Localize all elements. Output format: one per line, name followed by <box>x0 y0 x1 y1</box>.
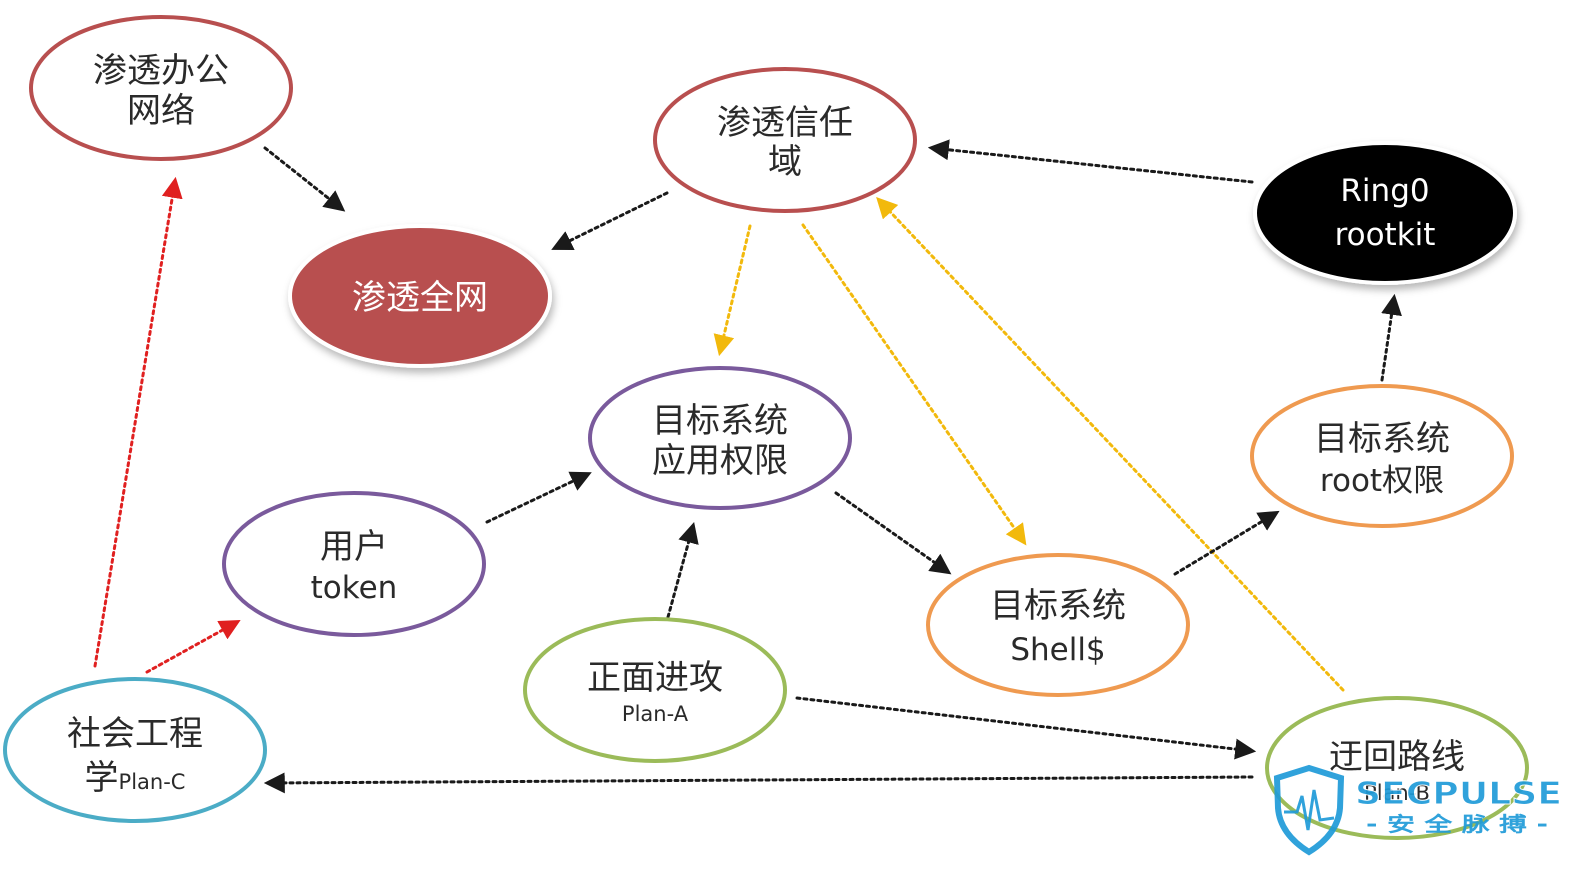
node-user-token-line2: token <box>311 570 398 606</box>
watermark-brand: SECPULSE <box>1355 776 1562 812</box>
node-frontal-attack-line1: 正面进攻 <box>587 658 723 698</box>
arrow-root-to-ring0 <box>1380 293 1402 382</box>
arrow-trust-to-whole <box>551 191 669 251</box>
node-ring0: Ring0 rootkit <box>1253 141 1517 285</box>
node-ring0-line1: Ring0 <box>1340 173 1429 209</box>
node-frontal-attack: 正面进攻 Plan-A <box>523 617 787 763</box>
arrow-ring0-to-trust <box>927 139 1254 184</box>
node-whole-network: 渗透全网 <box>288 224 552 368</box>
node-social-engineering-plan: Plan-C <box>119 770 186 794</box>
secpulse-watermark: SECPULSE - 安 全 脉 搏 - <box>1273 764 1563 856</box>
node-app-permission: 目标系统 应用权限 <box>588 366 852 510</box>
arrow-trust-to-app <box>713 224 752 357</box>
node-detour-line2: Plan-B <box>1364 781 1430 805</box>
node-ring0-line2: rootkit <box>1335 217 1436 253</box>
node-shell-line1: 目标系统 <box>990 586 1126 626</box>
node-social-engineering: 社会工程 学Plan-C <box>3 677 267 823</box>
arrow-token-to-app <box>485 471 592 524</box>
node-root-permission: 目标系统 root权限 <box>1250 384 1514 528</box>
node-social-engineering-line1: 社会工程 <box>67 714 203 754</box>
node-office-line2: 网络 <box>127 91 195 131</box>
node-office: 渗透办公 网络 <box>29 15 293 161</box>
node-detour-line1: 迂回路线 <box>1329 737 1465 777</box>
arrow-trust-to-shell <box>801 223 1027 546</box>
node-root-permission-line1: 目标系统 <box>1314 419 1450 459</box>
arrow-frontal-to-app <box>666 521 699 619</box>
node-trust-line1: 渗透信任 <box>717 103 853 143</box>
arrow-office-to-whole <box>263 146 346 212</box>
node-social-engineering-line2: 学Plan-C <box>85 758 186 798</box>
shield-icon <box>1273 764 1345 856</box>
pulse-line-icon <box>1284 789 1335 831</box>
arrow-detour-to-trust <box>876 196 1345 692</box>
arrow-detour-to-social <box>263 772 1254 794</box>
node-app-permission-line1: 目标系统 <box>652 401 788 441</box>
node-app-permission-line2: 应用权限 <box>652 441 788 481</box>
node-frontal-attack-line2: Plan-A <box>622 702 689 726</box>
node-shell-line2: Shell$ <box>1010 632 1105 668</box>
node-social-engineering-char: 学 <box>85 758 119 798</box>
arrow-app-to-shell <box>834 491 952 575</box>
node-office-line1: 渗透办公 <box>93 51 229 91</box>
node-trust-line2: 域 <box>768 142 802 182</box>
arrow-frontal-to-detour <box>795 696 1257 760</box>
node-trust: 渗透信任 域 <box>653 67 917 213</box>
node-user-token: 用户 token <box>222 491 486 637</box>
arrows <box>93 139 1402 794</box>
arrow-social-to-office <box>93 176 183 668</box>
node-user-token-line1: 用户 <box>320 527 388 567</box>
watermark-tagline: - 安 全 脉 搏 - <box>1366 812 1548 836</box>
arrow-social-to-token <box>145 619 241 674</box>
node-root-permission-line2: root权限 <box>1320 463 1444 499</box>
arrow-shell-to-root <box>1173 510 1280 576</box>
node-detour: 迂回路线 Plan-B <box>1265 696 1529 840</box>
node-whole-network-label: 渗透全网 <box>352 278 488 318</box>
node-shell: 目标系统 Shell$ <box>926 553 1190 697</box>
